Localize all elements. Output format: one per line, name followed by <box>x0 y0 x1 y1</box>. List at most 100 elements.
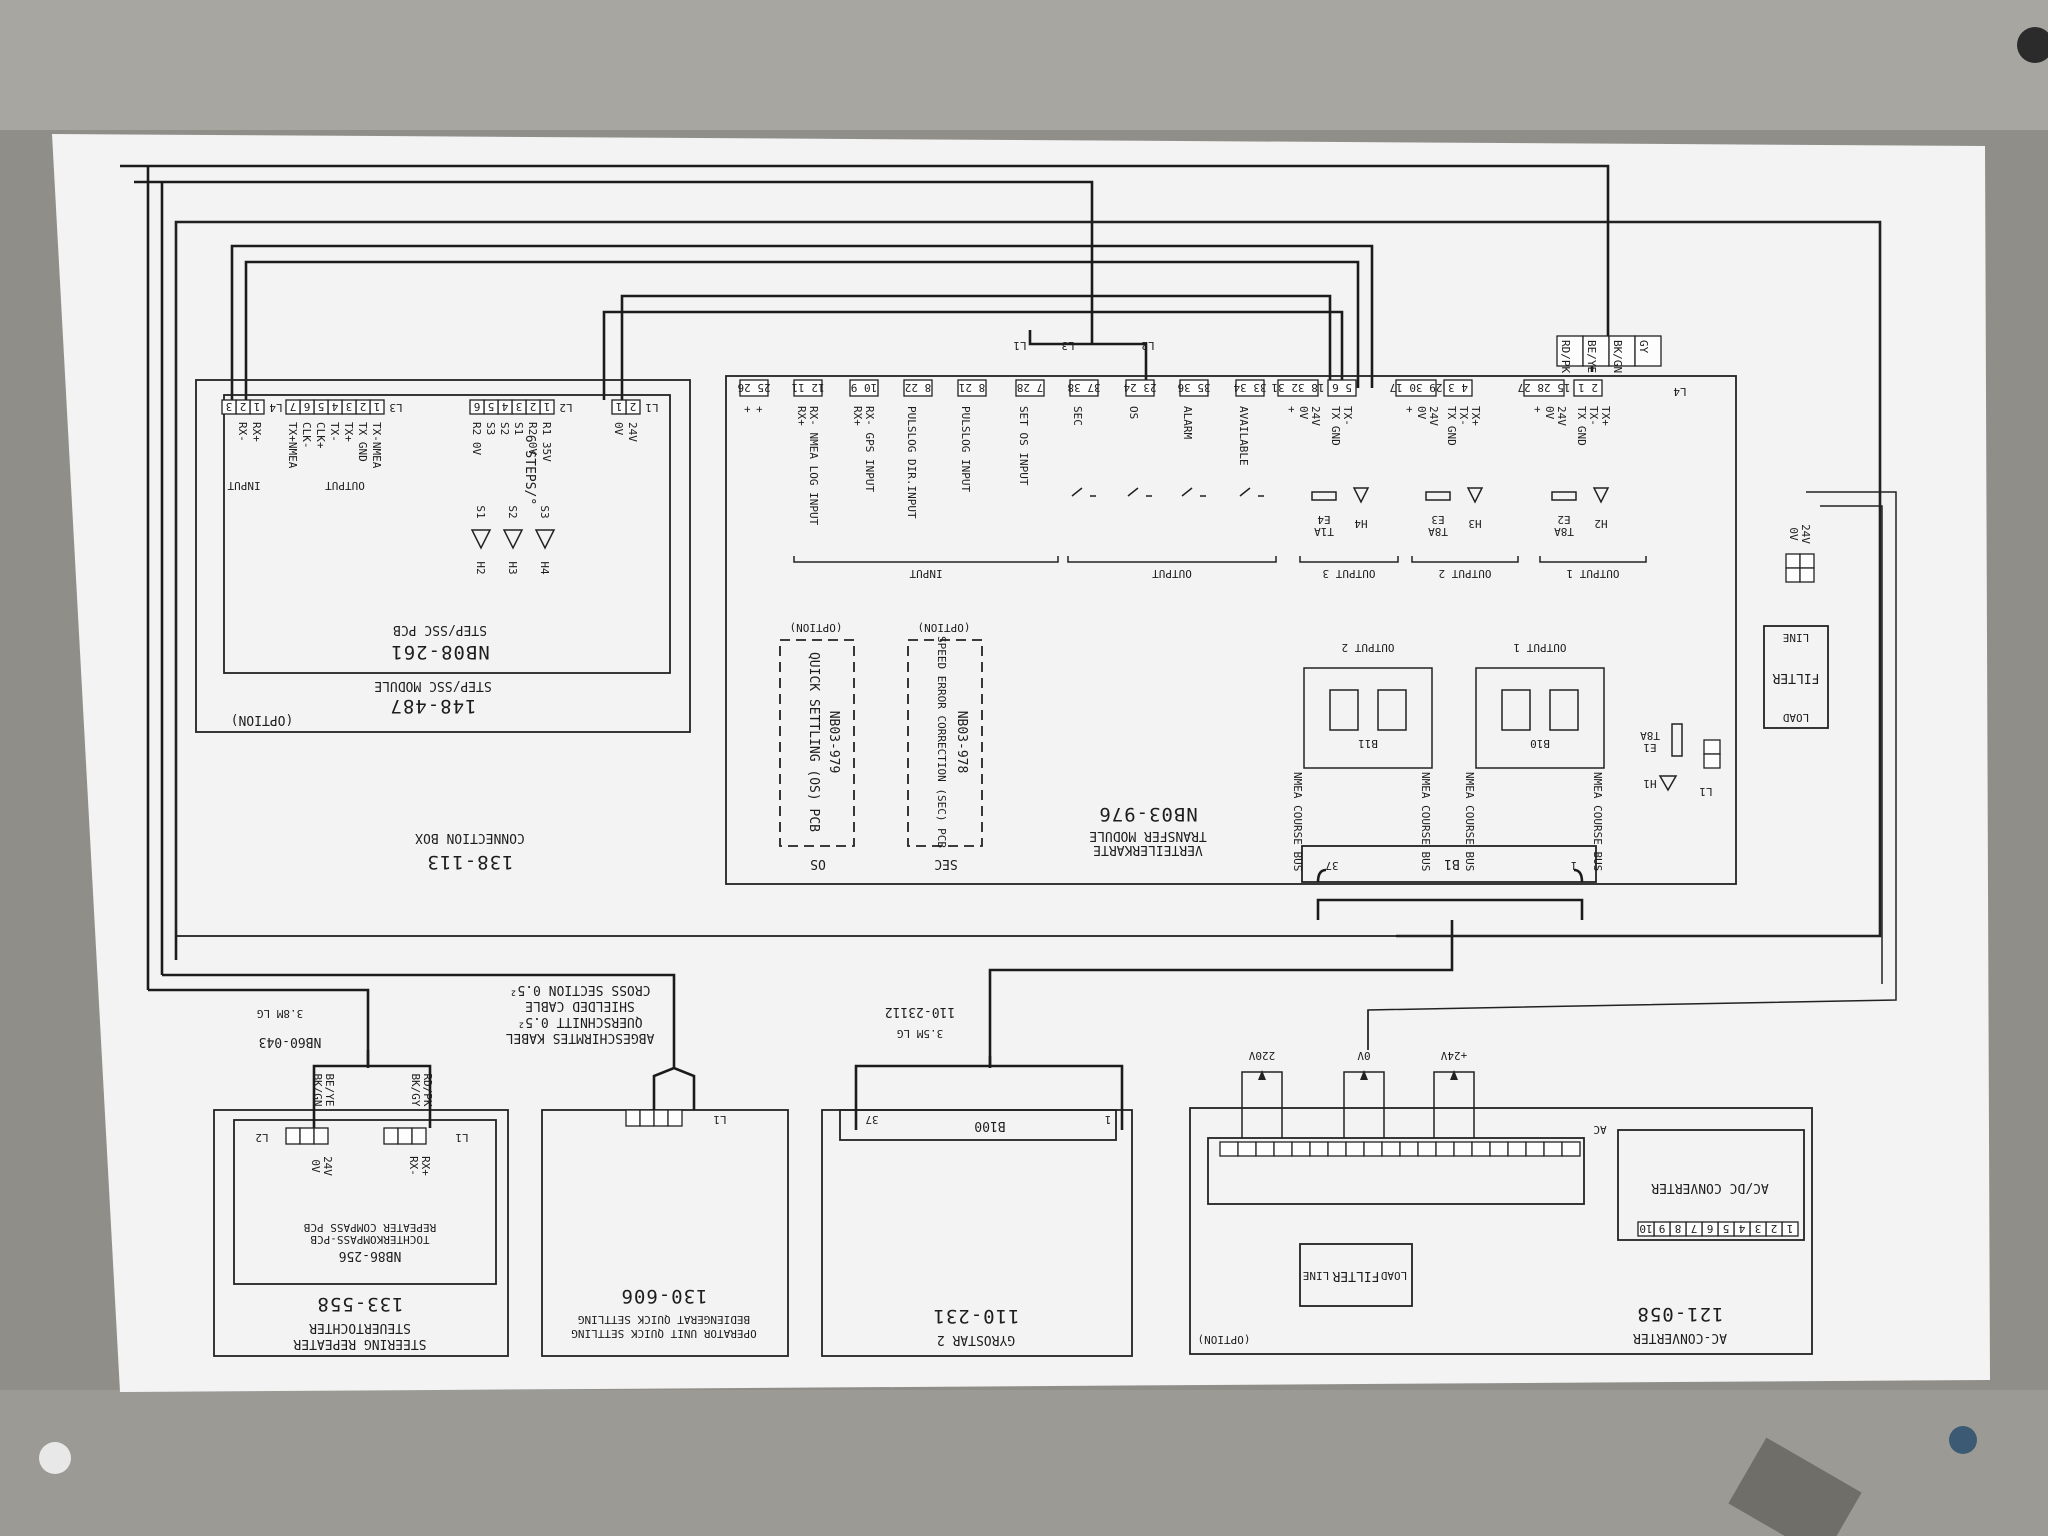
step-terminal-number: 2 <box>530 400 537 413</box>
connection-box-name: CONNECTION BOX <box>415 830 525 845</box>
mounting-screw-right <box>1949 1426 1977 1454</box>
output-fuse-id: E2 <box>1557 513 1570 526</box>
step-terminal-number: 2 <box>360 400 367 413</box>
repeater-id: 133-558 <box>316 1293 403 1315</box>
repeater-rxm: RX- <box>407 1156 420 1176</box>
step-block-l2: L2 <box>559 401 572 414</box>
transfer-terminal-label: SET OS INPUT <box>1017 406 1030 486</box>
step-terminal-label: 24V <box>626 422 639 442</box>
sec-pcb-outline <box>907 639 983 847</box>
wire-colour-cell <box>1634 335 1662 367</box>
transfer-terminal-label: PULSLOG DIR.INPUT <box>905 406 918 519</box>
acdc-terminal-number: 8 <box>1675 1222 1682 1235</box>
output-fuse-rating: T8A <box>1554 525 1574 538</box>
quick-settling-unit: L1 ABGESCHIRMTES KABEL QUERSCHNITT 0.5² … <box>505 982 789 1357</box>
qs-block: L1 <box>713 1113 726 1126</box>
transfer-terminal-pins: 10 9 <box>851 381 878 394</box>
transfer-terminal-label: TX GND <box>1575 406 1588 446</box>
transfer-terminal-pins: 35 36 <box>1177 381 1210 394</box>
qs-name-en: OPERATOR UNIT QUICK SETTLING <box>571 1327 756 1340</box>
repeater-cable-id: NB60-043 <box>259 1034 322 1049</box>
line-id-l3: L3 <box>1061 339 1074 352</box>
step-terminal-number: 1 <box>616 400 623 413</box>
qs-cable-de: ABGESCHIRMTES KABEL <box>505 1030 654 1045</box>
led-s3-label: S3 <box>538 505 551 518</box>
connection-box-outline <box>175 221 1881 937</box>
step-terminal-label: TX+NMEA <box>286 422 299 469</box>
cabinet-bottom-plate <box>0 1390 2048 1536</box>
ac-rail-label: 0V <box>1357 1049 1371 1062</box>
output-fuse-rating: T8A <box>1428 525 1448 538</box>
step-terminal-label: RX+ <box>250 422 263 442</box>
transfer-terminal-block <box>1443 379 1473 397</box>
step-module-id: 148-487 <box>389 695 476 717</box>
gyro-id: 110-231 <box>932 1305 1019 1327</box>
wire-colour-label: GY <box>1637 340 1650 354</box>
transfer-terminal-label: + <box>1285 406 1298 413</box>
step-terminal-number: 4 <box>331 400 338 413</box>
line-id-l1: L1 <box>1013 339 1026 352</box>
b1-latches <box>1316 868 1584 883</box>
wire-colour-cell <box>1608 335 1636 367</box>
opto-bus-label: NMEA COURSE BUS <box>1291 772 1304 871</box>
opto-output-label: OUTPUT 2 <box>1342 641 1395 654</box>
wire-colour-label: BK/GN <box>1611 340 1624 373</box>
step-pcb-name: STEP/SSC PCB <box>393 622 487 637</box>
qs-cable-de2: QUERSCHNITT 0.5² <box>517 1014 642 1029</box>
transfer-terminal-block <box>1395 379 1437 397</box>
ac-id: 121-058 <box>1636 1303 1723 1325</box>
output-led-id: H4 <box>1354 517 1368 530</box>
transfer-terminal-label: + <box>753 406 766 413</box>
ac-terminal <box>1453 1141 1473 1157</box>
opto-coupler-icon <box>1549 689 1579 731</box>
step-leds <box>470 529 556 550</box>
transfer-terminal-label: + <box>741 406 754 413</box>
opto-bus-label: NMEA COURSE BUS <box>1463 772 1476 871</box>
step-terminal-number: 4 <box>501 400 508 413</box>
output-fuse-id: E4 <box>1317 513 1331 526</box>
step-terminal-label: RX- <box>236 422 249 442</box>
acdc-terminal-number: 9 <box>1659 1222 1666 1235</box>
opto-coupler-icon <box>1377 689 1407 731</box>
wire-colour-label: BE/YE <box>1585 340 1598 373</box>
transfer-terminal-label: RX- NMEA LOG INPUT <box>807 406 820 526</box>
b1-connector <box>1301 845 1597 883</box>
ac-terminal <box>1327 1141 1347 1157</box>
acdc-terminal-number: 5 <box>1723 1222 1730 1235</box>
repeater-wire-rdpk: RD/PK <box>421 1073 434 1106</box>
opto-output-label: OUTPUT 1 <box>1514 641 1567 654</box>
ac-terminal <box>1399 1141 1419 1157</box>
mounting-screw-left <box>39 1442 71 1474</box>
step-terminal-label: R2 0V <box>470 422 483 455</box>
step-terminal-label: TX+ <box>342 422 355 442</box>
ac-terminal <box>1435 1141 1455 1157</box>
led-s2-icon <box>502 529 524 550</box>
transfer-terminal-pins: 8 22 <box>905 381 932 394</box>
transfer-terminal-block <box>903 379 933 397</box>
transfer-terminal-block <box>1277 379 1319 397</box>
opto-id: B11 <box>1358 737 1378 750</box>
transfer-terminal-label: TX- <box>1341 406 1354 426</box>
line-id-l4: L4 <box>1673 385 1687 398</box>
step-terminal-number: 6 <box>474 400 481 413</box>
step-terminal-label: CLK- <box>300 422 313 449</box>
power-filter-box <box>1763 625 1829 729</box>
ac-terminal <box>1525 1141 1545 1157</box>
transfer-terminal-label: OS <box>1127 406 1140 419</box>
b1-pin-37: 37 <box>1325 859 1338 872</box>
ac-terminal <box>1489 1141 1509 1157</box>
qs-name-de: BEDIENGERAT QUICK SETTLING <box>578 1313 750 1326</box>
transfer-terminal-pins: 7 28 <box>1017 381 1044 394</box>
os-pcb-id: NB03-979 <box>826 711 841 774</box>
output-fuse-rating: T1A <box>1314 525 1334 538</box>
transfer-module-id: NB03-976 <box>1098 803 1198 825</box>
step-terminal-number: 6 <box>304 400 311 413</box>
ac-terminal <box>1543 1141 1563 1157</box>
transfer-group-label: OUTPUT 2 <box>1439 567 1492 580</box>
step-terminal-label: TX-NMEA <box>370 422 383 469</box>
opto-coupler-icon <box>1501 689 1531 731</box>
transfer-terminal-label: ALARM <box>1181 406 1194 439</box>
os-footer: OS <box>810 856 826 871</box>
repeater-wire-beye: BE/YE <box>323 1073 336 1106</box>
